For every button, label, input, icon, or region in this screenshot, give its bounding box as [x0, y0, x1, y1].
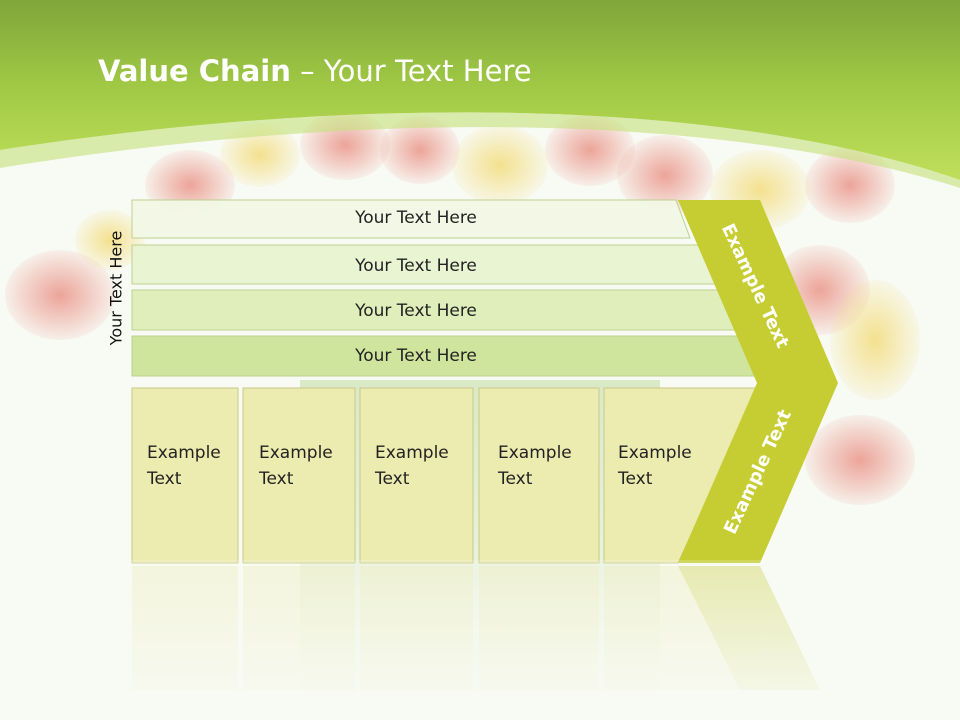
column-label-5: Example Text: [618, 443, 692, 489]
title-bold: Value Chain: [98, 54, 291, 88]
bar-label-4: Your Text Here: [355, 346, 477, 366]
column-label-4: Example Text: [498, 443, 572, 489]
bar-label-3: Your Text Here: [355, 301, 477, 321]
bar-label-1: Your Text Here: [355, 208, 477, 228]
side-label-text: Your Text Here: [106, 230, 126, 346]
chevron-arrow: [678, 200, 838, 563]
column-label-3: Example Text: [375, 443, 449, 489]
bar-label-2: Your Text Here: [355, 256, 477, 276]
title-rest: – Your Text Here: [290, 54, 532, 88]
header-band: [0, 0, 960, 180]
column-label-2: Example Text: [259, 443, 333, 489]
column-label-1: Example Text: [147, 443, 221, 489]
slide-title: Value Chain – Your Text Here: [98, 54, 532, 88]
header-swoosh: [0, 112, 960, 188]
value-bar-1: [131, 199, 691, 239]
